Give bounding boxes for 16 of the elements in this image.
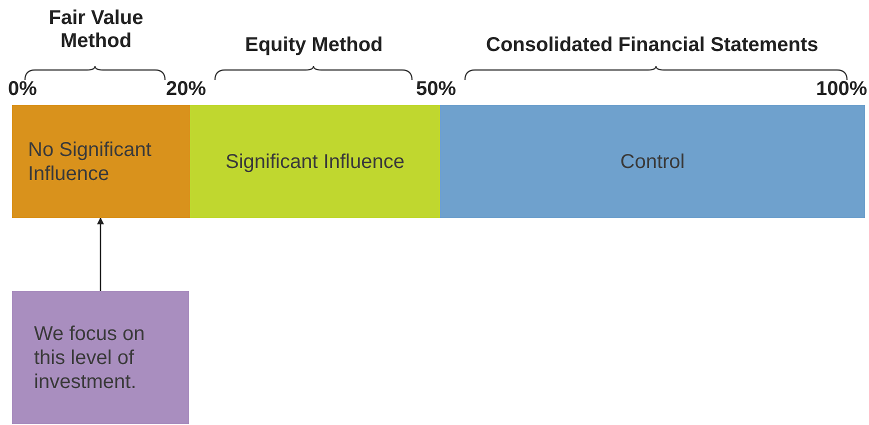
note-text: We focus on this level of investment. <box>34 322 146 394</box>
method-heading: Fair Value Method <box>48 7 144 53</box>
percent-tick-label: 0% <box>8 78 37 101</box>
range-bar-segment <box>12 105 190 218</box>
range-bar-segment <box>440 105 865 218</box>
note-box <box>12 291 189 424</box>
range-label: Control <box>620 150 685 174</box>
arrow <box>97 217 104 291</box>
range-label: No Significant Influence <box>28 138 152 186</box>
method-heading: Equity Method <box>245 34 383 57</box>
range-bar-segment <box>190 105 440 218</box>
percent-tick-label: 50% <box>416 78 456 101</box>
range-label: Significant Influence <box>225 150 404 174</box>
percent-tick-label: 100% <box>816 78 868 101</box>
percent-tick-label: 20% <box>166 78 206 101</box>
method-heading: Consolidated Financial Statements <box>486 34 818 57</box>
